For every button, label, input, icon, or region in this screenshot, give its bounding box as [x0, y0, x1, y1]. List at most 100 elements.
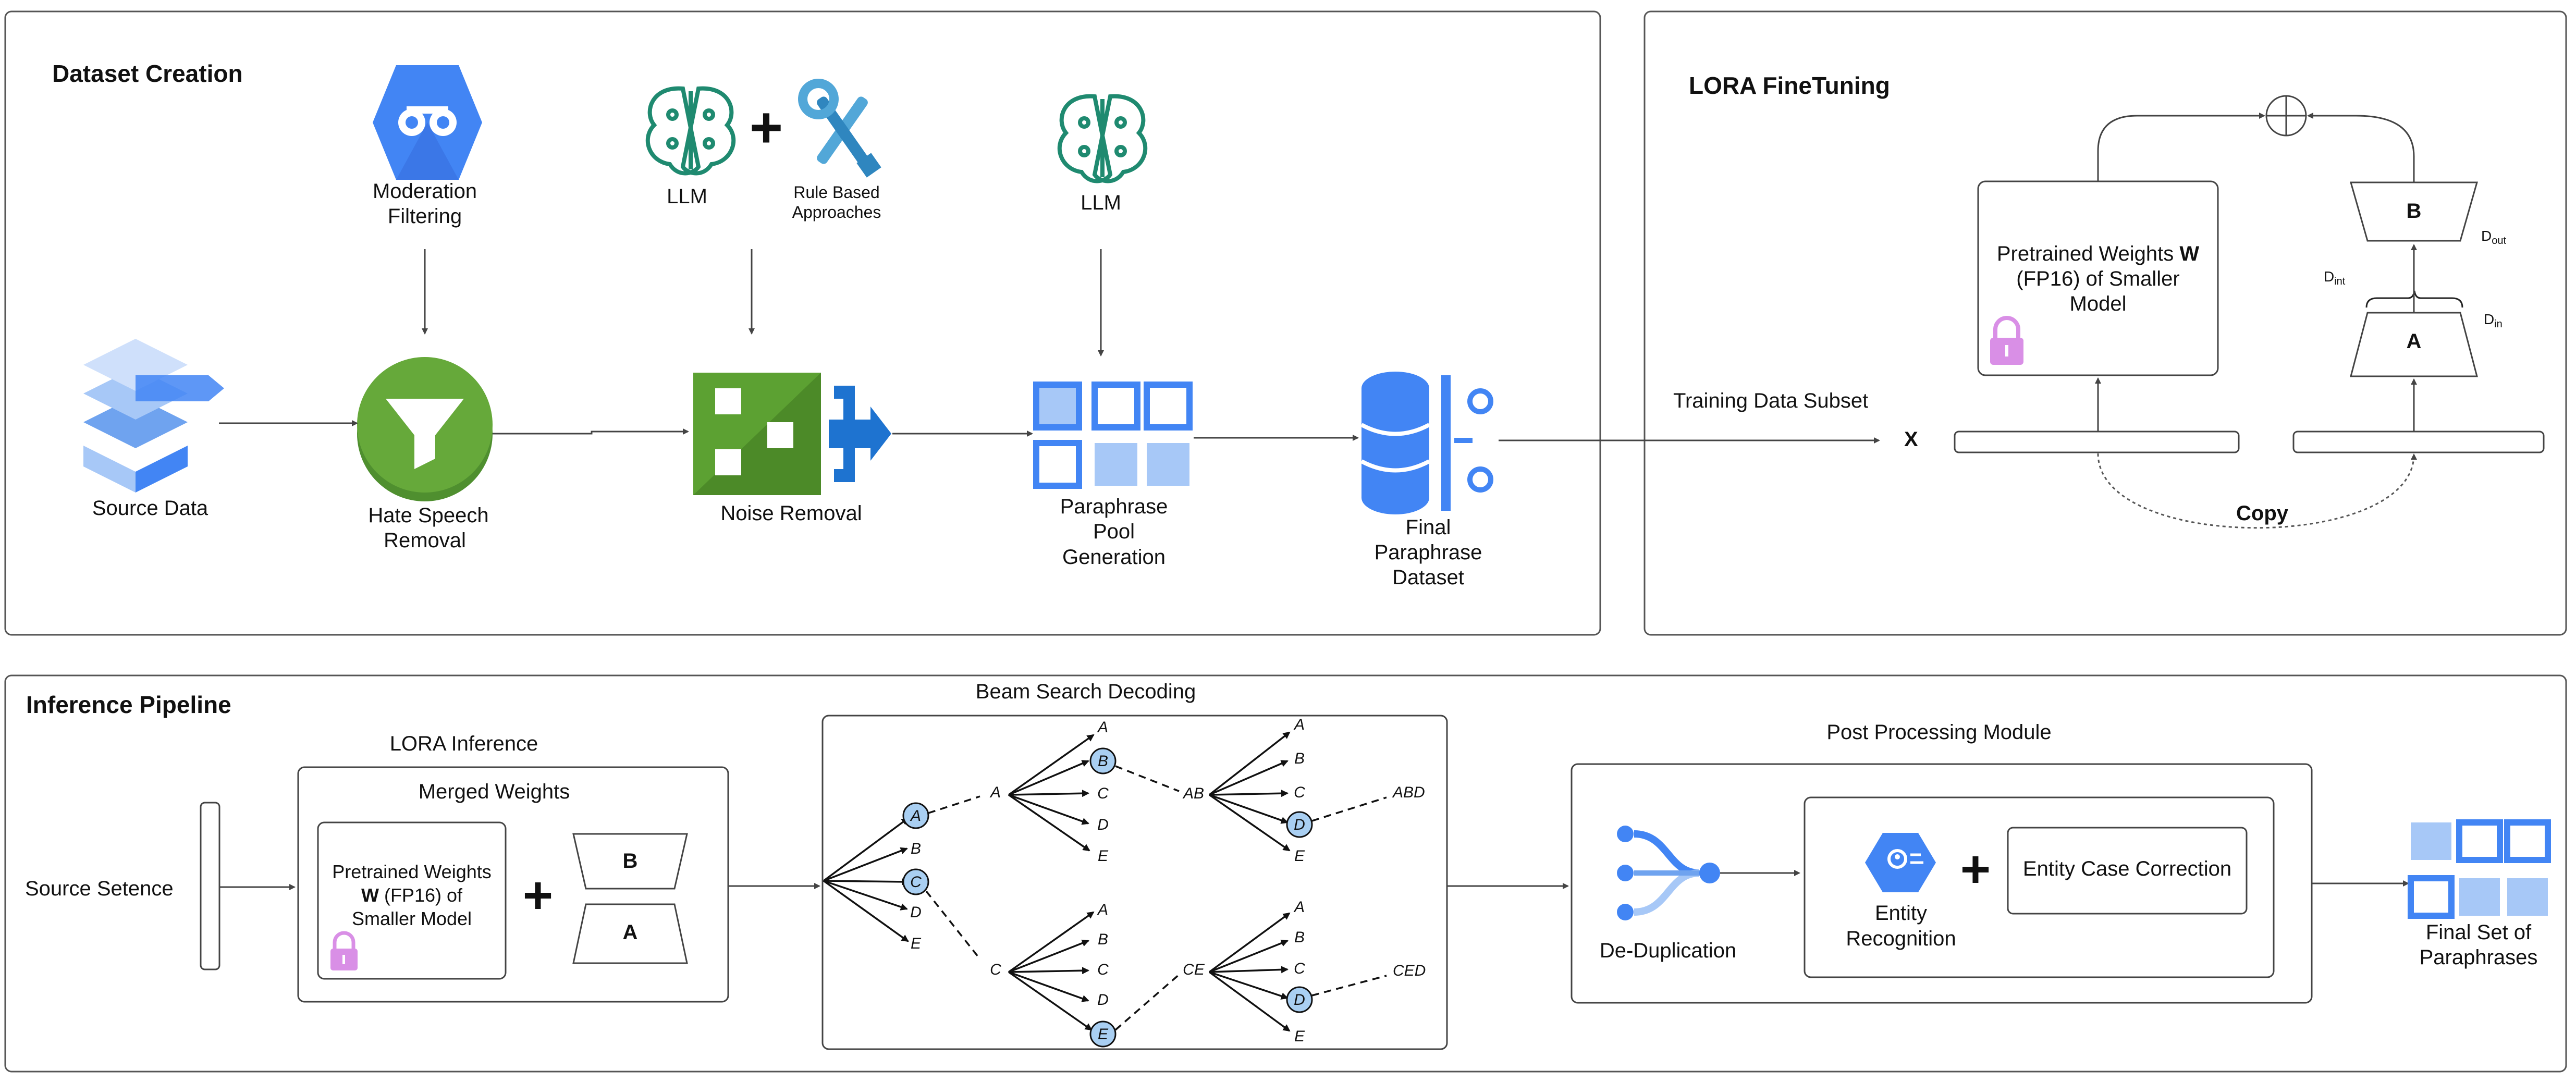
beam-node-d3b	[1286, 986, 1313, 1013]
moderation-label: Moderation	[373, 180, 477, 203]
inf-pretrained-line-2: W (FP16) of	[361, 884, 463, 906]
copy-dotted-curve	[2097, 453, 2417, 529]
matrix-a-label: A	[2407, 330, 2422, 353]
paraphrase-label: Paraphrase	[1060, 495, 1168, 518]
svg-text:AB: AB	[1182, 785, 1204, 802]
pool-label: Pool	[1093, 520, 1135, 543]
database-icon	[1360, 372, 1493, 514]
entity-case-box	[2007, 827, 2248, 915]
removal-label: Removal	[384, 529, 466, 552]
d-out-label: Dout	[2481, 228, 2506, 247]
source-data-label: Source Data	[92, 497, 208, 520]
dedup-label: De-Duplication	[1600, 939, 1736, 962]
paraphrases-label: Paraphrases	[2420, 946, 2538, 969]
plus-sign-1: +	[750, 95, 783, 159]
approaches-label: Approaches	[792, 203, 881, 222]
svg-text:A: A	[1097, 901, 1108, 918]
x-input-label: X	[1904, 428, 1918, 451]
inference-pipeline-title: Inference Pipeline	[26, 691, 231, 718]
lora-finetuning-panel	[1643, 10, 2567, 636]
svg-text:E: E	[1098, 1026, 1109, 1043]
inference-pipeline-panel	[4, 674, 2567, 1073]
svg-text:E: E	[1294, 847, 1305, 865]
matrix-b-label: B	[2407, 200, 2422, 223]
filtering-label: Filtering	[388, 205, 462, 228]
svg-text:A: A	[910, 807, 921, 825]
noise-removal-icon	[693, 373, 891, 495]
hate-speech-label: Hate Speech	[368, 504, 488, 527]
svg-text:D: D	[1097, 991, 1109, 1009]
arrow-b-to-sum	[2307, 113, 2415, 182]
matrix-b-shape	[2350, 181, 2478, 242]
llm-label-2: LLM	[1081, 191, 1121, 214]
svg-text:C: C	[1294, 784, 1305, 801]
entity-recognition-icon	[1865, 833, 1936, 892]
inf-pretrained-line-3: Smaller Model	[352, 908, 472, 929]
svg-text:D: D	[910, 904, 922, 921]
svg-text:B: B	[1098, 753, 1108, 770]
rule-tools-icon	[798, 79, 881, 178]
svg-text:CED: CED	[1393, 962, 1426, 979]
inference-lock-icon	[330, 931, 358, 970]
merged-weights-title: Merged Weights	[419, 780, 570, 803]
beam-tree: A B C D E A C A B C D E A B C D E	[823, 716, 1426, 1048]
recognition-label: Recognition	[1846, 927, 1956, 950]
inference-plus: +	[523, 866, 553, 925]
moderation-filter-icon	[373, 65, 482, 180]
source-data-icon	[83, 339, 224, 493]
post-processing-title: Post Processing Module	[1826, 721, 2051, 744]
final-set-label: Final Set of	[2426, 921, 2532, 944]
svg-text:ABD: ABD	[1392, 784, 1425, 801]
dataset-creation-title: Dataset Creation	[52, 60, 243, 87]
llm-brain-icon	[645, 86, 736, 176]
paraphrase-grid-icon	[1033, 382, 1193, 489]
inference-a-label: A	[623, 921, 638, 944]
source-sentence-label: Source Setence	[25, 877, 174, 900]
dataset-label: Dataset	[1392, 566, 1464, 589]
paraphrase-label-2: Paraphrase	[1375, 541, 1482, 564]
arrow-hate-to-noise	[493, 428, 689, 435]
svg-text:A: A	[989, 784, 1001, 801]
entity-case-label: Entity Case Correction	[2023, 857, 2231, 880]
svg-text:A: A	[1293, 716, 1305, 733]
beam-search-title: Beam Search Decoding	[976, 680, 1196, 703]
svg-text:B: B	[1294, 750, 1305, 767]
training-data-subset-label: Training Data Subset	[1673, 389, 1868, 412]
svg-text:C: C	[1294, 960, 1305, 977]
x-input-bar-left	[1954, 431, 2240, 453]
x-input-bar-right	[2292, 431, 2545, 453]
beam-node-d3	[1286, 811, 1313, 838]
pretrained-line-2: (FP16) of Smaller	[2016, 267, 2179, 290]
rule-based-label: Rule Based	[793, 183, 879, 202]
entity-label: Entity	[1875, 902, 1927, 925]
llm-brain-icon-2	[1057, 94, 1148, 183]
svg-text:E: E	[911, 935, 922, 952]
svg-text:A: A	[1097, 719, 1108, 736]
beam-node-e2	[1089, 1020, 1117, 1048]
entity-plus: +	[1960, 840, 1991, 899]
inference-matrix-a	[572, 903, 688, 964]
inf-pretrained-line-1: Pretrained Weights	[332, 861, 492, 882]
final-set-grid-icon	[2408, 819, 2551, 919]
svg-text:D: D	[1294, 991, 1305, 1009]
svg-text:D: D	[1294, 816, 1305, 833]
svg-text:C: C	[990, 961, 1001, 978]
copy-label: Copy	[2236, 502, 2289, 525]
d-in-label: Din	[2484, 311, 2503, 330]
inference-matrix-b	[572, 833, 688, 890]
final-label: Final	[1406, 516, 1451, 539]
svg-text:E: E	[1294, 1028, 1305, 1045]
svg-text:A: A	[1293, 899, 1305, 916]
inference-b-label: B	[623, 850, 638, 872]
lora-finetuning-title: LORA FineTuning	[1689, 72, 1890, 99]
svg-text:C: C	[1097, 961, 1109, 978]
svg-text:B: B	[911, 840, 921, 857]
svg-text:C: C	[910, 874, 922, 891]
noise-removal-label: Noise Removal	[720, 502, 862, 525]
lock-icon	[1990, 316, 2023, 365]
funnel-icon	[357, 357, 493, 501]
source-sentence-bar	[200, 802, 220, 970]
beam-node-a1	[902, 802, 929, 829]
svg-text:E: E	[1098, 847, 1109, 865]
svg-text:B: B	[1294, 929, 1305, 946]
